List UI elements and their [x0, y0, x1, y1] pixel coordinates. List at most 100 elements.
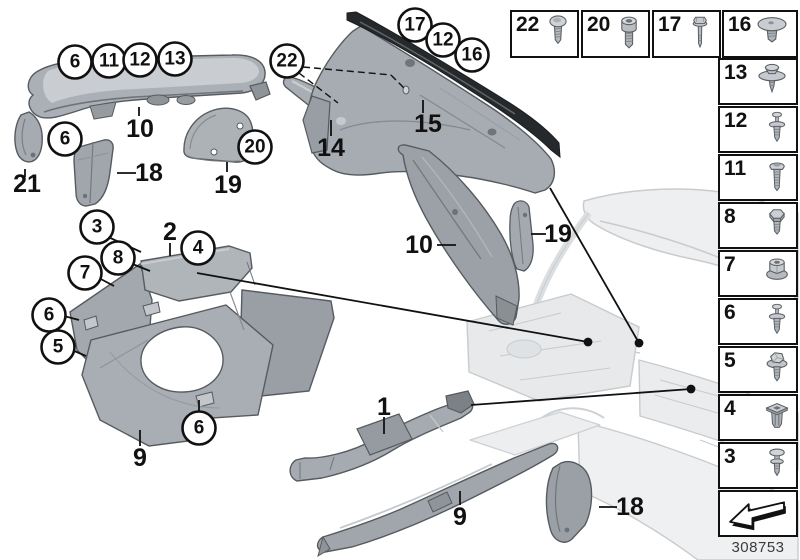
part-number-label-18[interactable]: 18: [135, 159, 163, 187]
expansion-rivet-icon: [768, 111, 786, 143]
leader-line: [196, 272, 589, 343]
part-number-label-14[interactable]: 14: [317, 134, 345, 162]
svg-text:22: 22: [276, 51, 297, 72]
hardware-cell-3[interactable]: 3: [718, 442, 798, 489]
callout-circle-6[interactable]: 6: [31, 297, 67, 333]
callout-circle-17[interactable]: 17: [397, 7, 433, 43]
part-number-label-19[interactable]: 19: [214, 171, 242, 199]
washer-clip-icon: [758, 63, 786, 94]
svg-text:20: 20: [244, 137, 265, 158]
part-bracket-18-lower: [545, 460, 593, 543]
socket-head-screw-icon: [621, 16, 637, 49]
callout-circle-12[interactable]: 12: [425, 22, 461, 58]
hardware-cell-7[interactable]: 7: [718, 250, 798, 297]
part-number-label-19[interactable]: 19: [544, 220, 572, 248]
hex-washer-screw-icon: [766, 352, 788, 382]
part-cowl-panel-15: [302, 11, 561, 194]
callout-circle-12[interactable]: 12: [122, 42, 158, 78]
leader-line: [302, 66, 392, 76]
hardware-cell-6[interactable]: 6: [718, 298, 798, 345]
hardware-number: 7: [724, 253, 736, 276]
hardware-number: 5: [724, 349, 736, 372]
hardware-cell-17[interactable]: 17: [652, 10, 721, 58]
callout-circle-13[interactable]: 13: [157, 41, 193, 77]
hardware-cell-12[interactable]: 12: [718, 106, 798, 153]
callout-circle-8[interactable]: 8: [100, 240, 136, 276]
hardware-cell-13[interactable]: 13: [718, 58, 798, 105]
part-number-label-1[interactable]: 1: [377, 393, 391, 421]
callout-circle-6[interactable]: 6: [181, 410, 217, 446]
part-bracket-1: [289, 398, 474, 482]
direction-arrow-cell[interactable]: [718, 490, 798, 537]
callout-circle-6[interactable]: 6: [47, 121, 83, 157]
callout-circle-4[interactable]: 4: [180, 230, 216, 266]
hardware-number: 11: [724, 157, 747, 180]
hardware-number: 4: [724, 397, 736, 420]
callout-circle-3[interactable]: 3: [79, 209, 115, 245]
hardware-cell-20[interactable]: 20: [581, 10, 650, 58]
svg-text:7: 7: [80, 263, 91, 284]
callout-circle-11[interactable]: 11: [91, 43, 127, 79]
part-number-label-9[interactable]: 9: [133, 444, 147, 472]
svg-text:17: 17: [404, 15, 425, 36]
hardware-cell-16[interactable]: 16: [722, 10, 798, 58]
svg-text:8: 8: [113, 248, 124, 269]
hardware-cell-8[interactable]: 8: [718, 202, 798, 249]
part-gusset-19-left: [183, 107, 255, 163]
part-number-label-9[interactable]: 9: [453, 503, 467, 531]
part-number-label-10[interactable]: 10: [126, 115, 154, 143]
part-side-panel-10-lower: [397, 144, 520, 326]
leader-line: [390, 74, 405, 89]
hardware-cell-4[interactable]: 4: [718, 394, 798, 441]
hardware-number: 20: [587, 13, 611, 36]
leader-line: [470, 388, 692, 406]
hex-flange-bolt-icon: [692, 16, 708, 49]
leader-line: [298, 72, 339, 104]
part-number-label-10[interactable]: 10: [405, 231, 433, 259]
callout-circle-16[interactable]: 16: [454, 37, 490, 73]
hardware-number: 12: [724, 109, 748, 132]
svg-text:6: 6: [44, 305, 55, 326]
svg-text:4: 4: [193, 238, 204, 259]
hardware-number: 22: [516, 13, 540, 36]
hex-flange-screw-icon: [769, 209, 785, 235]
callout-circle-20[interactable]: 20: [237, 129, 273, 165]
part-bracket-18-left: [73, 139, 114, 207]
flat-head-fastener-icon: [757, 17, 787, 43]
part-bracket-19-lower: [509, 200, 534, 272]
part-number-label-15[interactable]: 15: [414, 110, 442, 138]
part-number-label-2[interactable]: 2: [163, 218, 177, 246]
svg-text:12: 12: [129, 50, 150, 71]
svg-text:16: 16: [461, 45, 482, 66]
part-undershield-assembly-9: [69, 245, 335, 447]
svg-text:6: 6: [70, 52, 81, 73]
round-head-screw-icon: [769, 162, 785, 192]
callout-circle-5[interactable]: 5: [40, 329, 76, 365]
svg-text:13: 13: [164, 49, 185, 70]
part-bracket-21: [14, 111, 43, 163]
mount-point-dot: [686, 384, 696, 394]
part-small-clip: [445, 390, 475, 414]
hardware-number: 8: [724, 205, 736, 228]
svg-text:12: 12: [432, 30, 453, 51]
hardware-number: 3: [724, 445, 736, 468]
part-number-label-18[interactable]: 18: [616, 493, 644, 521]
hardware-cell-5[interactable]: 5: [718, 346, 798, 393]
part-rail-cover-9-lower: [316, 442, 559, 558]
callout-circle-6[interactable]: 6: [57, 44, 93, 80]
callout-circle-22[interactable]: 22: [269, 43, 305, 79]
hardware-cell-11[interactable]: 11: [718, 154, 798, 201]
hardware-cell-22[interactable]: 22: [510, 10, 579, 58]
direction-arrow-icon: [729, 501, 786, 531]
svg-text:6: 6: [60, 129, 71, 150]
svg-text:11: 11: [99, 51, 120, 72]
hardware-number: 13: [724, 61, 748, 84]
svg-text:5: 5: [53, 337, 64, 358]
callout-circle-7[interactable]: 7: [67, 255, 103, 291]
hardware-number: 16: [728, 13, 752, 36]
pan-head-screw-icon: [549, 15, 567, 45]
mount-point-dot: [583, 337, 593, 347]
mount-point-dot: [634, 338, 644, 348]
part-number-label-21[interactable]: 21: [13, 170, 41, 198]
